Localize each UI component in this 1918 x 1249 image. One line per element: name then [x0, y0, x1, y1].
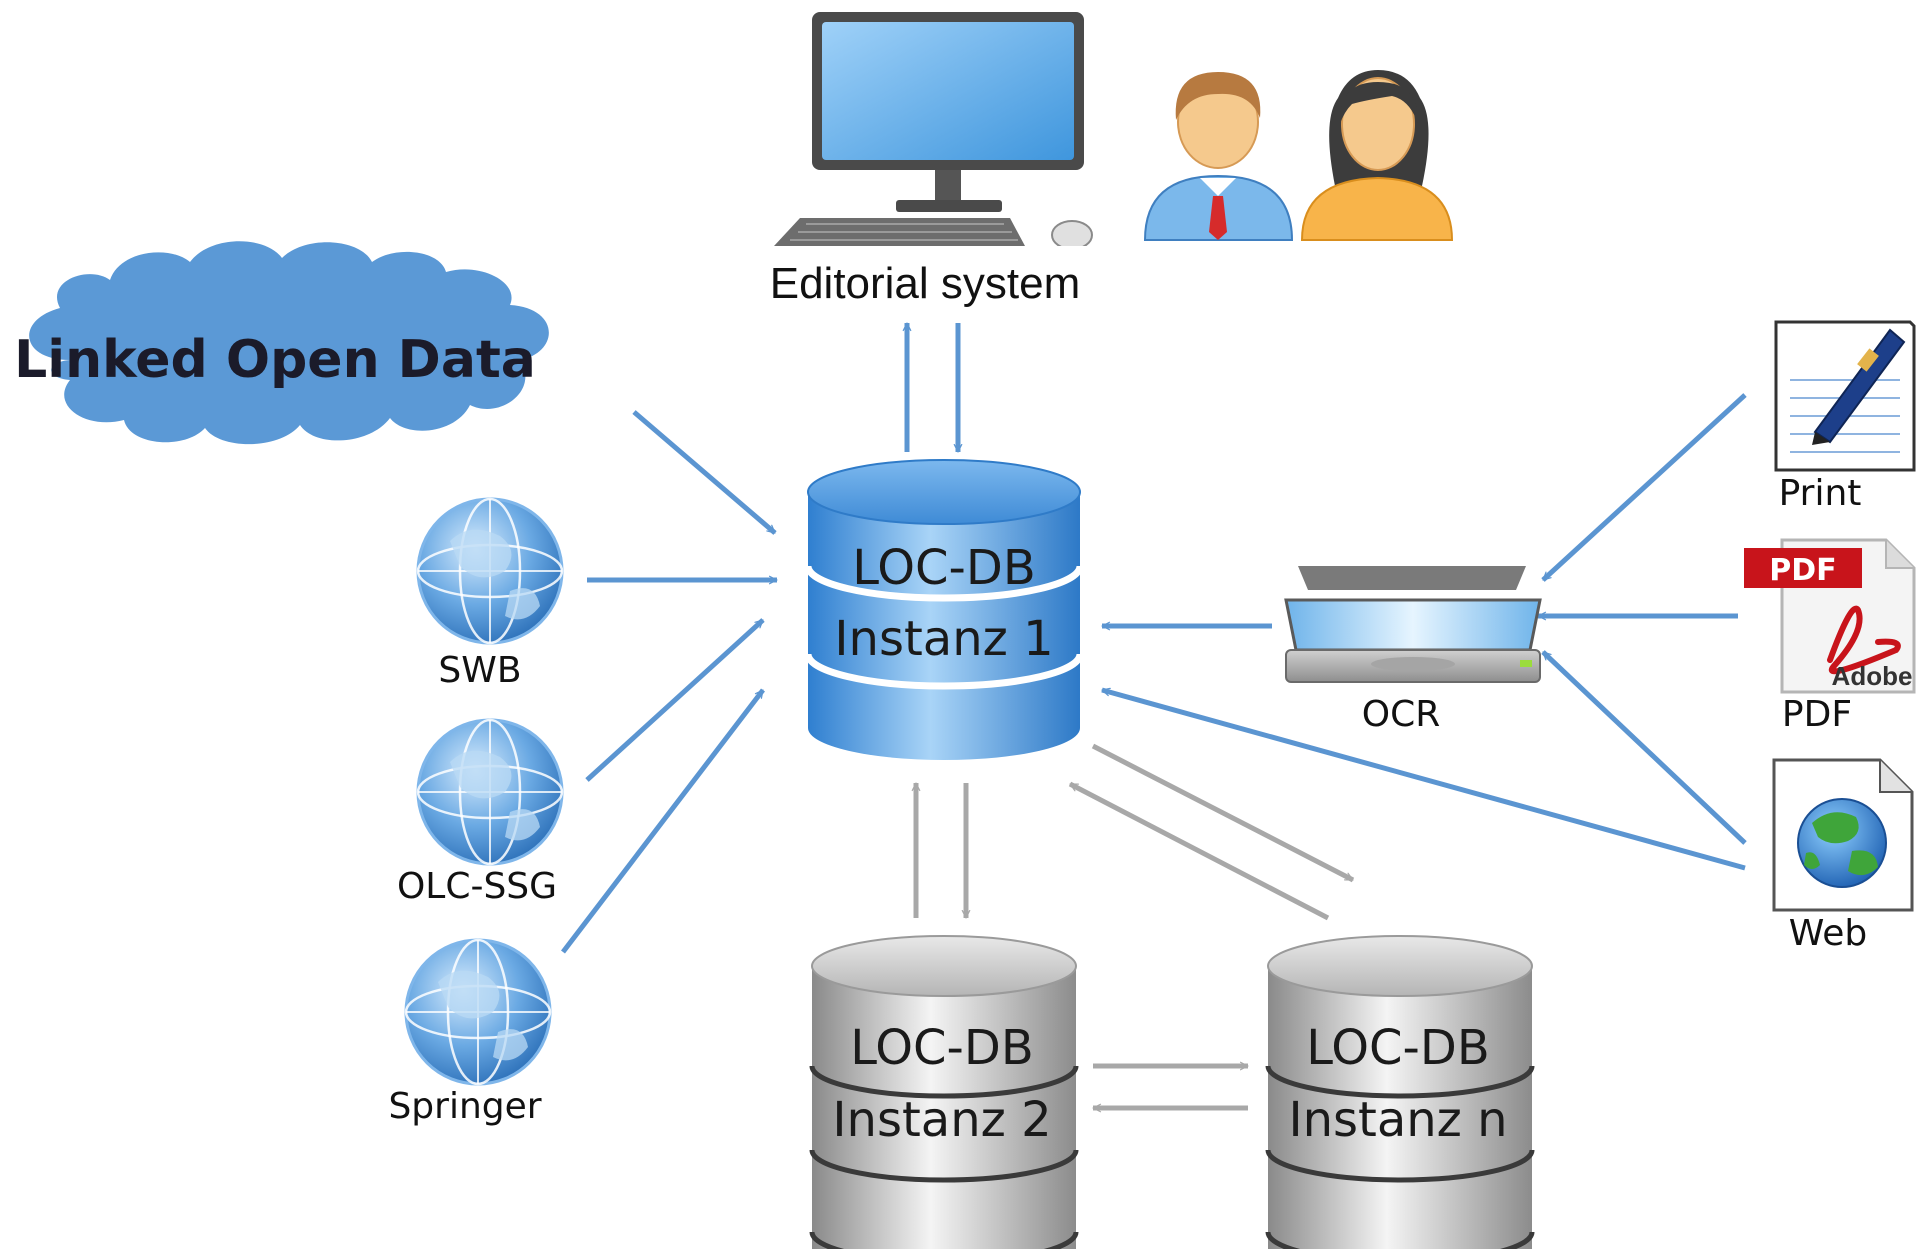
adobe-acrobat-icon: [1827, 605, 1901, 675]
database-icon-instanz-2: [809, 935, 1079, 1249]
db2-label-line2: Instanz 2: [832, 1092, 1051, 1148]
scanner-icon: [1284, 566, 1542, 683]
db1-label-line2: Instanz 1: [834, 611, 1053, 667]
source-label-olc-ssg: OLC-SSG: [397, 866, 557, 907]
source-label-swb: SWB: [438, 650, 521, 691]
blue-arrows: [561, 322, 1747, 954]
ocr-label: OCR: [1362, 694, 1441, 735]
pdf-badge-text: PDF: [1769, 553, 1836, 588]
earth-globe-icon: [1797, 798, 1887, 888]
print-document-icon: [1774, 320, 1916, 472]
arrow-db-to-dbn: [1091, 743, 1355, 883]
database-icon-instanz-1: [804, 459, 1084, 760]
editorial-system-label: Editorial system: [770, 259, 1081, 308]
arrow-web-to-ocr: [1541, 650, 1747, 845]
globe-icon-olc-ssg: [416, 718, 564, 866]
pdf-badge: [1744, 548, 1862, 588]
cloud-icon: [29, 241, 549, 445]
web-document-icon: [1772, 758, 1914, 912]
globe-icon-swb: [416, 497, 564, 645]
gray-arrows: [911, 743, 1355, 1113]
adobe-brand-text: Adobe: [1832, 661, 1913, 691]
arrow-springer-to-db: [561, 688, 765, 954]
input-label-web: Web: [1789, 913, 1868, 954]
computer-icon: [774, 12, 1093, 250]
dbn-label-line1: LOC-DB: [1306, 1020, 1490, 1076]
arrow-olc-to-db: [585, 618, 765, 782]
input-label-pdf: PDF: [1782, 694, 1852, 735]
user-female-icon: [1300, 70, 1454, 241]
pdf-document-icon: PDF Adobe: [1744, 538, 1916, 694]
dbn-label-line2: Instanz n: [1288, 1092, 1507, 1148]
user-male-icon: [1143, 72, 1294, 241]
database-icon-instanz-n: [1265, 935, 1535, 1249]
input-label-print: Print: [1779, 473, 1862, 514]
source-label-springer: Springer: [388, 1086, 541, 1127]
arrow-print-to-ocr: [1541, 393, 1747, 582]
db2-label-line1: LOC-DB: [850, 1020, 1034, 1076]
globe-icon-springer: [404, 938, 552, 1086]
arrow-cloud-to-db: [632, 410, 777, 535]
arrow-dbn-to-db: [1068, 781, 1330, 921]
arrow-web-to-db: [1101, 687, 1746, 871]
linked-open-data-label: Linked Open Data: [14, 330, 536, 390]
db1-label-line1: LOC-DB: [852, 540, 1036, 596]
pen-icon: [1812, 328, 1906, 445]
